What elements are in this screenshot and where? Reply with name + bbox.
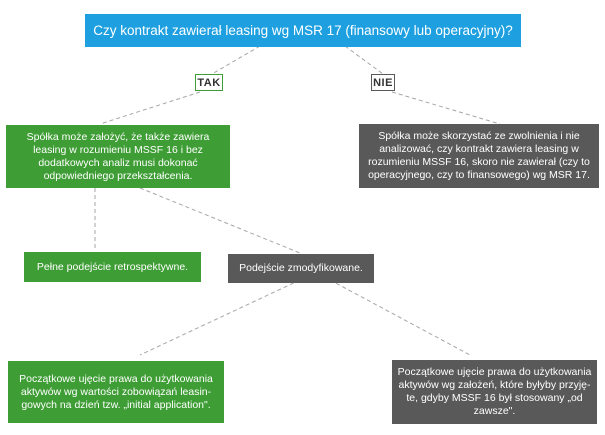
modified-approach-text: Podejście zmodyfikowane. (239, 262, 363, 274)
option-b-text: Początkowe ujęcie prawa do użytkowania a… (397, 366, 592, 417)
yes-box-text: Spółka może założyć, że także zawiera le… (26, 130, 210, 182)
modified-approach-box: Podejście zmodyfikowane. (228, 254, 374, 283)
no-label-text: NIE (373, 76, 393, 89)
option-a-box: Początkowe ujęcie prawa do użytkowania a… (8, 361, 224, 423)
yes-label: TAK (195, 74, 223, 91)
connector-yes-box (99, 91, 201, 125)
connector-question-no (344, 45, 384, 75)
connector-modified-option-a (139, 279, 301, 356)
connector-no-box (391, 91, 501, 125)
question-text: Czy kontrakt zawierał leasing wg MSR 17 … (93, 23, 513, 38)
full-retrospective-text: Pełne podejście retrospektywne. (36, 260, 189, 273)
yes-box: Spółka może założyć, że także zawiera le… (6, 125, 230, 188)
question-box: Czy kontrakt zawierał leasing wg MSR 17 … (85, 14, 521, 47)
connector-yes-modified (139, 187, 301, 254)
connector-modified-option-b (329, 279, 471, 356)
no-box-text: Spółka może skorzystać ze zwolnienia i n… (368, 130, 590, 181)
yes-label-text: TAK (197, 76, 221, 89)
full-retrospective-box: Pełne podejście retrospektywne. (24, 252, 201, 282)
no-label: NIE (371, 74, 395, 91)
no-box: Spółka może skorzystać ze zwolnienia i n… (359, 124, 599, 188)
connector-question-yes (211, 45, 261, 75)
option-b-box: Początkowe ujęcie prawa do użytkowania a… (392, 360, 597, 424)
option-a-text: Początkowe ujęcie prawa do użytkowania a… (19, 372, 213, 411)
